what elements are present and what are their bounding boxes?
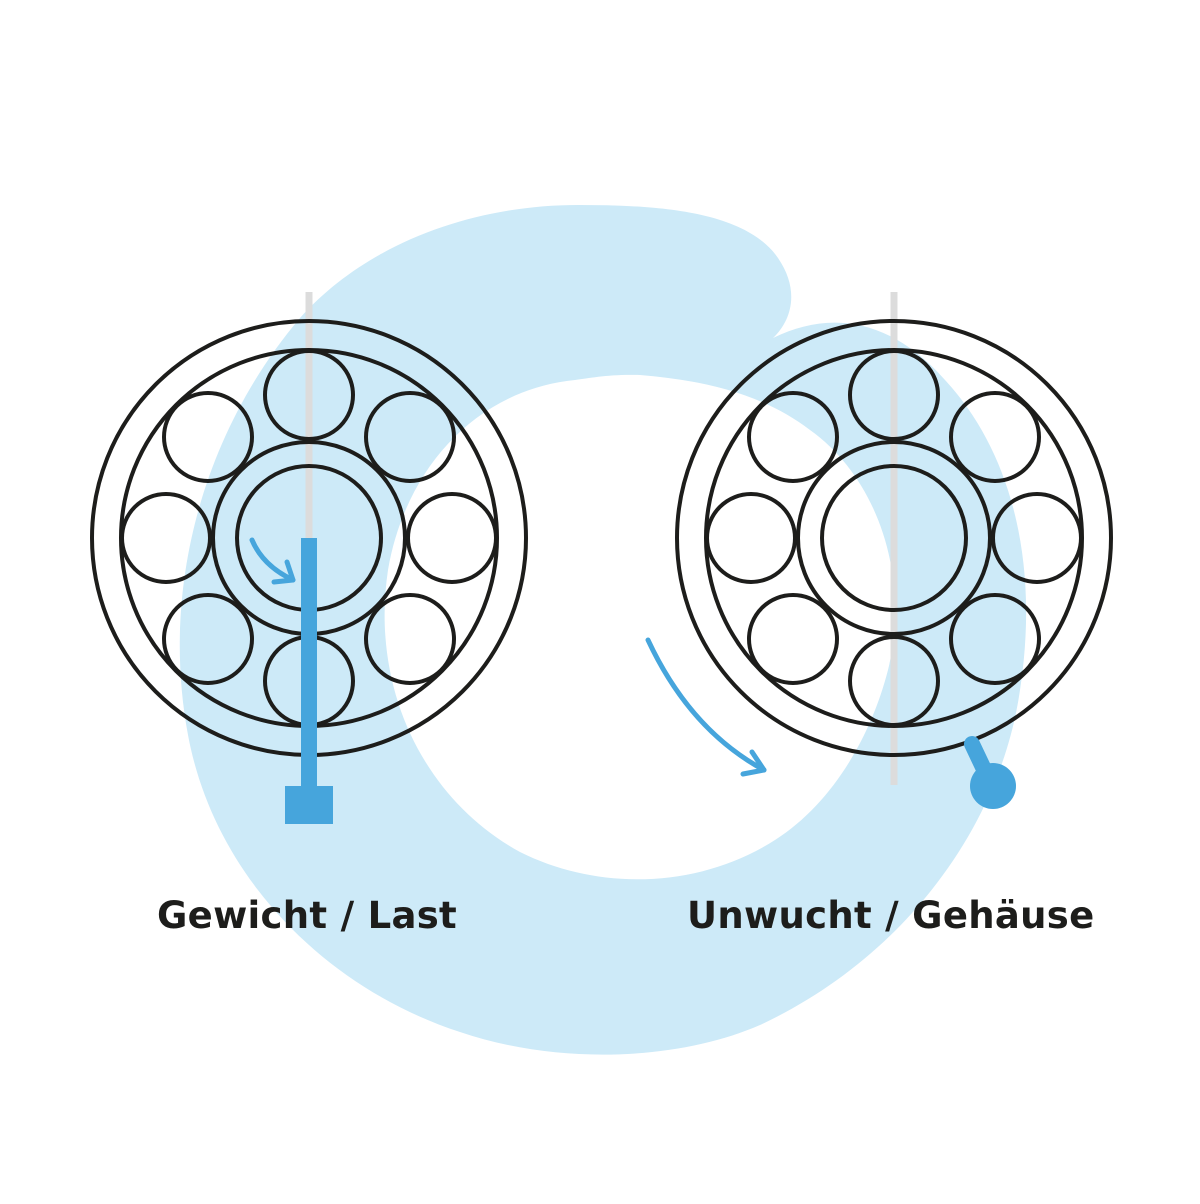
- left-roller-top-left: [162, 391, 254, 483]
- right-roller-bottom: [848, 635, 940, 727]
- right-rotation-arrowhead: [740, 749, 767, 777]
- right-rotation-arrow: [645, 637, 767, 773]
- swirl-ring: [179, 205, 1027, 1055]
- load-weight-block: [285, 786, 333, 824]
- right-roller-bottom-left: [747, 593, 839, 685]
- load-bar: [301, 538, 317, 790]
- right-roller-top: [848, 349, 940, 441]
- label-unbalance-housing: Unwucht / Gehäuse: [687, 894, 1095, 937]
- left-roller-top: [263, 349, 355, 441]
- right-bearing: [645, 292, 1113, 809]
- weight-load: [285, 538, 333, 824]
- right-inner-ring-outer: [796, 440, 992, 636]
- left-roller-bottom-left: [162, 593, 254, 685]
- label-weight-load: Gewicht / Last: [157, 894, 458, 937]
- left-bearing: [90, 292, 528, 824]
- right-roller-bottom-right: [949, 593, 1041, 685]
- right-roller-top-right: [949, 391, 1041, 483]
- right-roller-left: [705, 492, 797, 584]
- unbalance-weight: [970, 763, 1016, 809]
- left-roller-right: [406, 492, 498, 584]
- left-rotation-arrowhead: [271, 559, 296, 585]
- right-outer-ring-outer: [675, 319, 1113, 757]
- left-roller-bottom-right: [364, 593, 456, 685]
- left-roller-left: [120, 492, 212, 584]
- left-rotation-arrow: [249, 537, 296, 583]
- background-swirl: [179, 205, 1027, 1055]
- left-roller-top-right: [364, 391, 456, 483]
- right-rollers: [705, 349, 1083, 727]
- unbalance-mass: [964, 736, 1016, 809]
- right-roller-top-left: [747, 391, 839, 483]
- right-roller-right: [991, 492, 1083, 584]
- right-inner-ring-inner: [820, 464, 968, 612]
